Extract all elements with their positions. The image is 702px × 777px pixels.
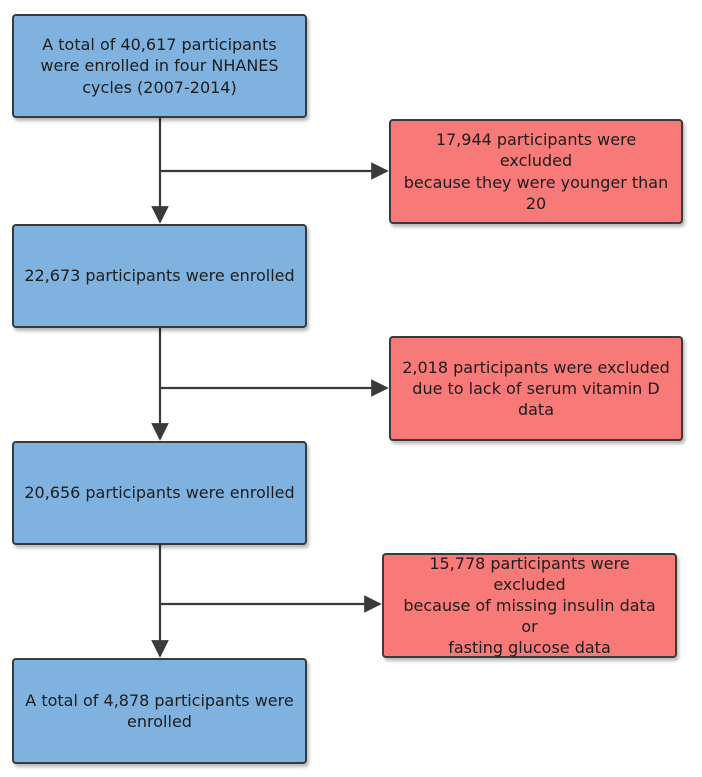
enrollment-box-final: A total of 4,878 participants were enrol…	[12, 658, 307, 764]
enrollment-box-vitamin-d-filtered: 20,656 participants were enrolled	[12, 441, 307, 545]
exclusion-box-insulin-glucose: 15,778 participants were excluded becaus…	[382, 553, 677, 658]
exclusion-box-age: 17,944 participants were excluded becaus…	[389, 119, 683, 224]
enrollment-box-initial: A total of 40,617 participants were enro…	[12, 14, 307, 118]
exclusion-box-vitamin-d: 2,018 participants were excluded due to …	[389, 336, 683, 441]
enrollment-box-age-filtered: 22,673 participants were enrolled	[12, 224, 307, 328]
